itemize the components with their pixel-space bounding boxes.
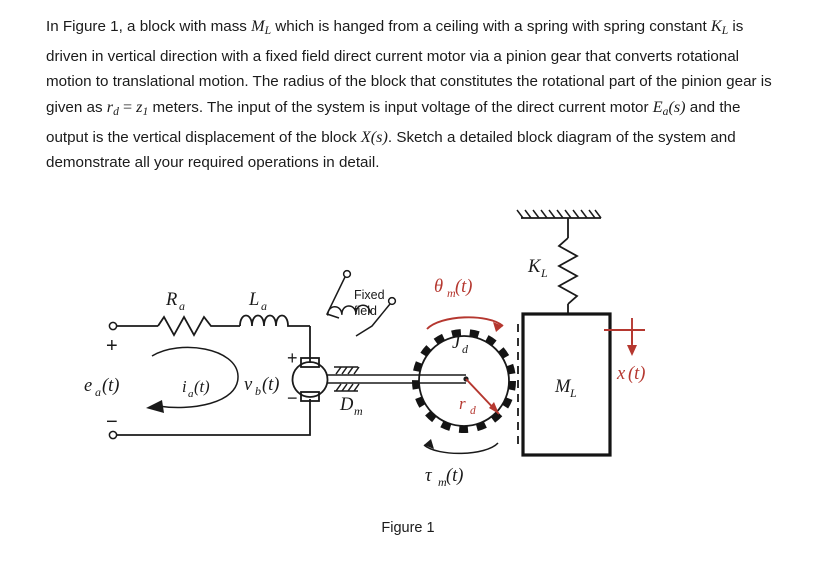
armature-circuit: + − e a (t) R a L a [84,290,311,440]
gear-radius-label: r d [459,394,476,417]
svg-text:K: K [527,257,542,277]
svg-text:a: a [95,385,101,399]
wire-motor-to-negative-terminal [117,399,311,436]
svg-text:M: M [554,377,572,397]
svg-text:(t): (t) [194,377,210,396]
svg-text:(t): (t) [446,466,463,486]
gear-inertia-label: J d [452,333,469,356]
svg-text:a: a [261,299,267,313]
svg-text:m: m [438,475,447,489]
svg-text:x: x [616,364,626,384]
svg-text:d: d [462,342,469,356]
svg-text:m: m [447,286,456,300]
svg-text:θ: θ [434,277,443,297]
fixed-field-winding-icon [325,269,397,337]
mass-label: M L [554,377,577,400]
figure-diagram: + − e a (t) R a L a [0,196,816,516]
current-label: i a (t) [182,377,210,400]
svg-text:L: L [569,386,577,400]
svg-text:(t): (t) [628,364,645,384]
back-emf-label: v b (t) [244,375,279,398]
svg-text:a: a [188,388,194,400]
svg-text:D: D [339,395,354,415]
resistor-label: R a [165,290,185,313]
resistor-Ra-icon [157,315,240,337]
problem-statement-text: In Figure 1, a block with mass ML which … [46,17,772,172]
svg-text:i: i [182,377,187,396]
ceiling-support-icon [516,209,602,219]
svg-text:(t): (t) [102,376,119,396]
svg-text:b: b [255,384,261,398]
gear-radius-indicator [465,378,500,415]
displacement-label: x (t) [616,364,645,384]
current-direction-arrow [146,346,239,413]
svg-text:field: field [354,304,377,318]
svg-text:L: L [540,266,548,280]
inductor-label: L a [248,290,267,313]
angular-displacement-arrow [426,316,504,332]
motor-minus-sign: − [287,388,298,408]
svg-text:(t): (t) [455,277,472,297]
torque-arrow [423,439,499,455]
svg-text:L: L [248,290,259,310]
inductor-La-icon [239,314,310,327]
bearing-hatch-bottom-icon [334,383,360,392]
figure-caption: Figure 1 [381,520,435,536]
source-plus-sign: + [106,335,118,357]
svg-text:r: r [459,394,466,413]
source-minus-sign: − [106,411,118,433]
fixed-field-label: Fixed field [354,288,385,318]
svg-text:d: d [470,405,476,417]
motor-shaft [327,366,466,392]
svg-text:e: e [84,376,92,396]
source-voltage-label: e a (t) [84,376,119,399]
damping-label: D m [339,395,363,418]
svg-text:R: R [165,290,177,310]
svg-text:v: v [244,375,253,395]
svg-text:(t): (t) [262,375,279,395]
svg-text:τ: τ [425,466,433,486]
positive-terminal-icon [108,321,118,331]
svg-text:Fixed: Fixed [354,288,385,302]
mass-block-ML [517,312,612,457]
svg-text:m: m [354,404,363,418]
angular-displacement-label: θ m (t) [434,277,472,300]
displacement-indicator [604,318,645,356]
bearing-hatch-top-icon [334,366,360,375]
dc-motor-icon [291,357,329,402]
torque-label: τ m (t) [425,466,463,489]
spring-constant-label: K L [527,257,548,280]
motor-plus-sign: + [287,348,298,368]
svg-text:a: a [179,299,185,313]
spring-KL-icon [557,218,579,314]
svg-text:J: J [452,333,461,353]
problem-statement: In Figure 1, a block with mass ML which … [46,14,776,176]
negative-terminal-icon [108,430,118,440]
